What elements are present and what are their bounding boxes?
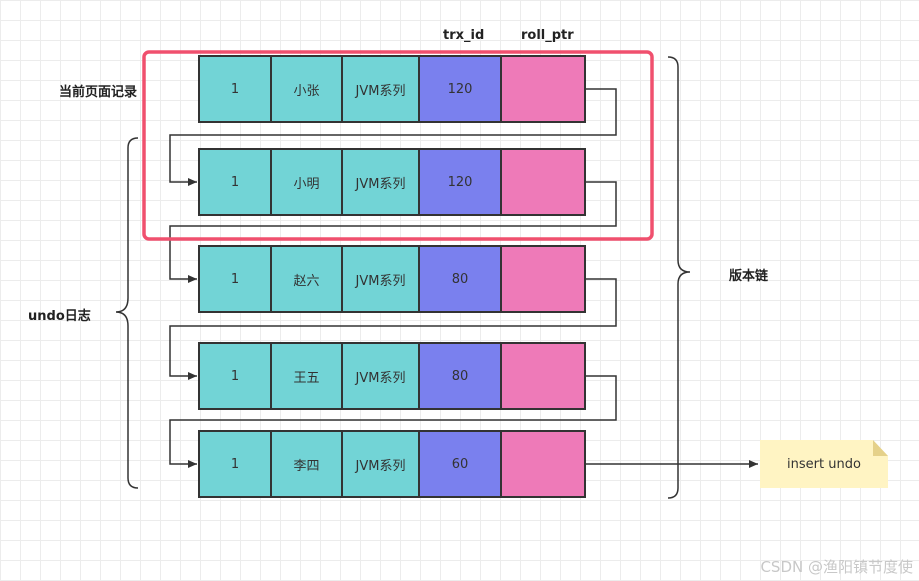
cell-id: 1 [198,342,272,410]
cell-roll-ptr [502,245,586,313]
cell-trx-id: 80 [420,245,502,313]
undo-log-brace [115,137,139,489]
connector-row2-row3 [169,181,617,283]
cell-name: 赵六 [272,245,343,313]
cell-id: 1 [198,148,272,216]
insert-undo-note: insert undo [760,440,888,488]
cell-series: JVM系列 [343,245,420,313]
cell-trx-id: 120 [420,148,502,216]
cell-id: 1 [198,430,272,498]
cell-name: 小明 [272,148,343,216]
cell-series: JVM系列 [343,148,420,216]
connector-row3-row4 [169,278,617,380]
cell-series: JVM系列 [343,55,420,123]
current-record-label: 当前页面记录 [59,85,138,100]
cell-series: JVM系列 [343,430,420,498]
cell-name: 王五 [272,342,343,410]
cell-roll-ptr [502,342,586,410]
cell-series: JVM系列 [343,342,420,410]
cell-trx-id: 60 [420,430,502,498]
current-record-highlight [142,50,654,241]
cell-roll-ptr [502,148,586,216]
connector-row1-row2 [169,88,617,186]
header-roll-ptr: roll_ptr [521,28,574,43]
version-chain-brace [667,56,691,499]
version-chain-label: 版本链 [729,269,769,284]
cell-roll-ptr [502,430,586,498]
undo-log-label: undo日志 [28,309,91,324]
cell-name: 李四 [272,430,343,498]
cell-trx-id: 80 [420,342,502,410]
cell-id: 1 [198,245,272,313]
watermark: CSDN @渔阳镇节度使 [760,558,913,576]
cell-name: 小张 [272,55,343,123]
connector-row4-row5 [169,375,617,468]
cell-roll-ptr [502,55,586,123]
cell-trx-id: 120 [420,55,502,123]
cell-id: 1 [198,55,272,123]
header-trx-id: trx_id [443,28,485,43]
